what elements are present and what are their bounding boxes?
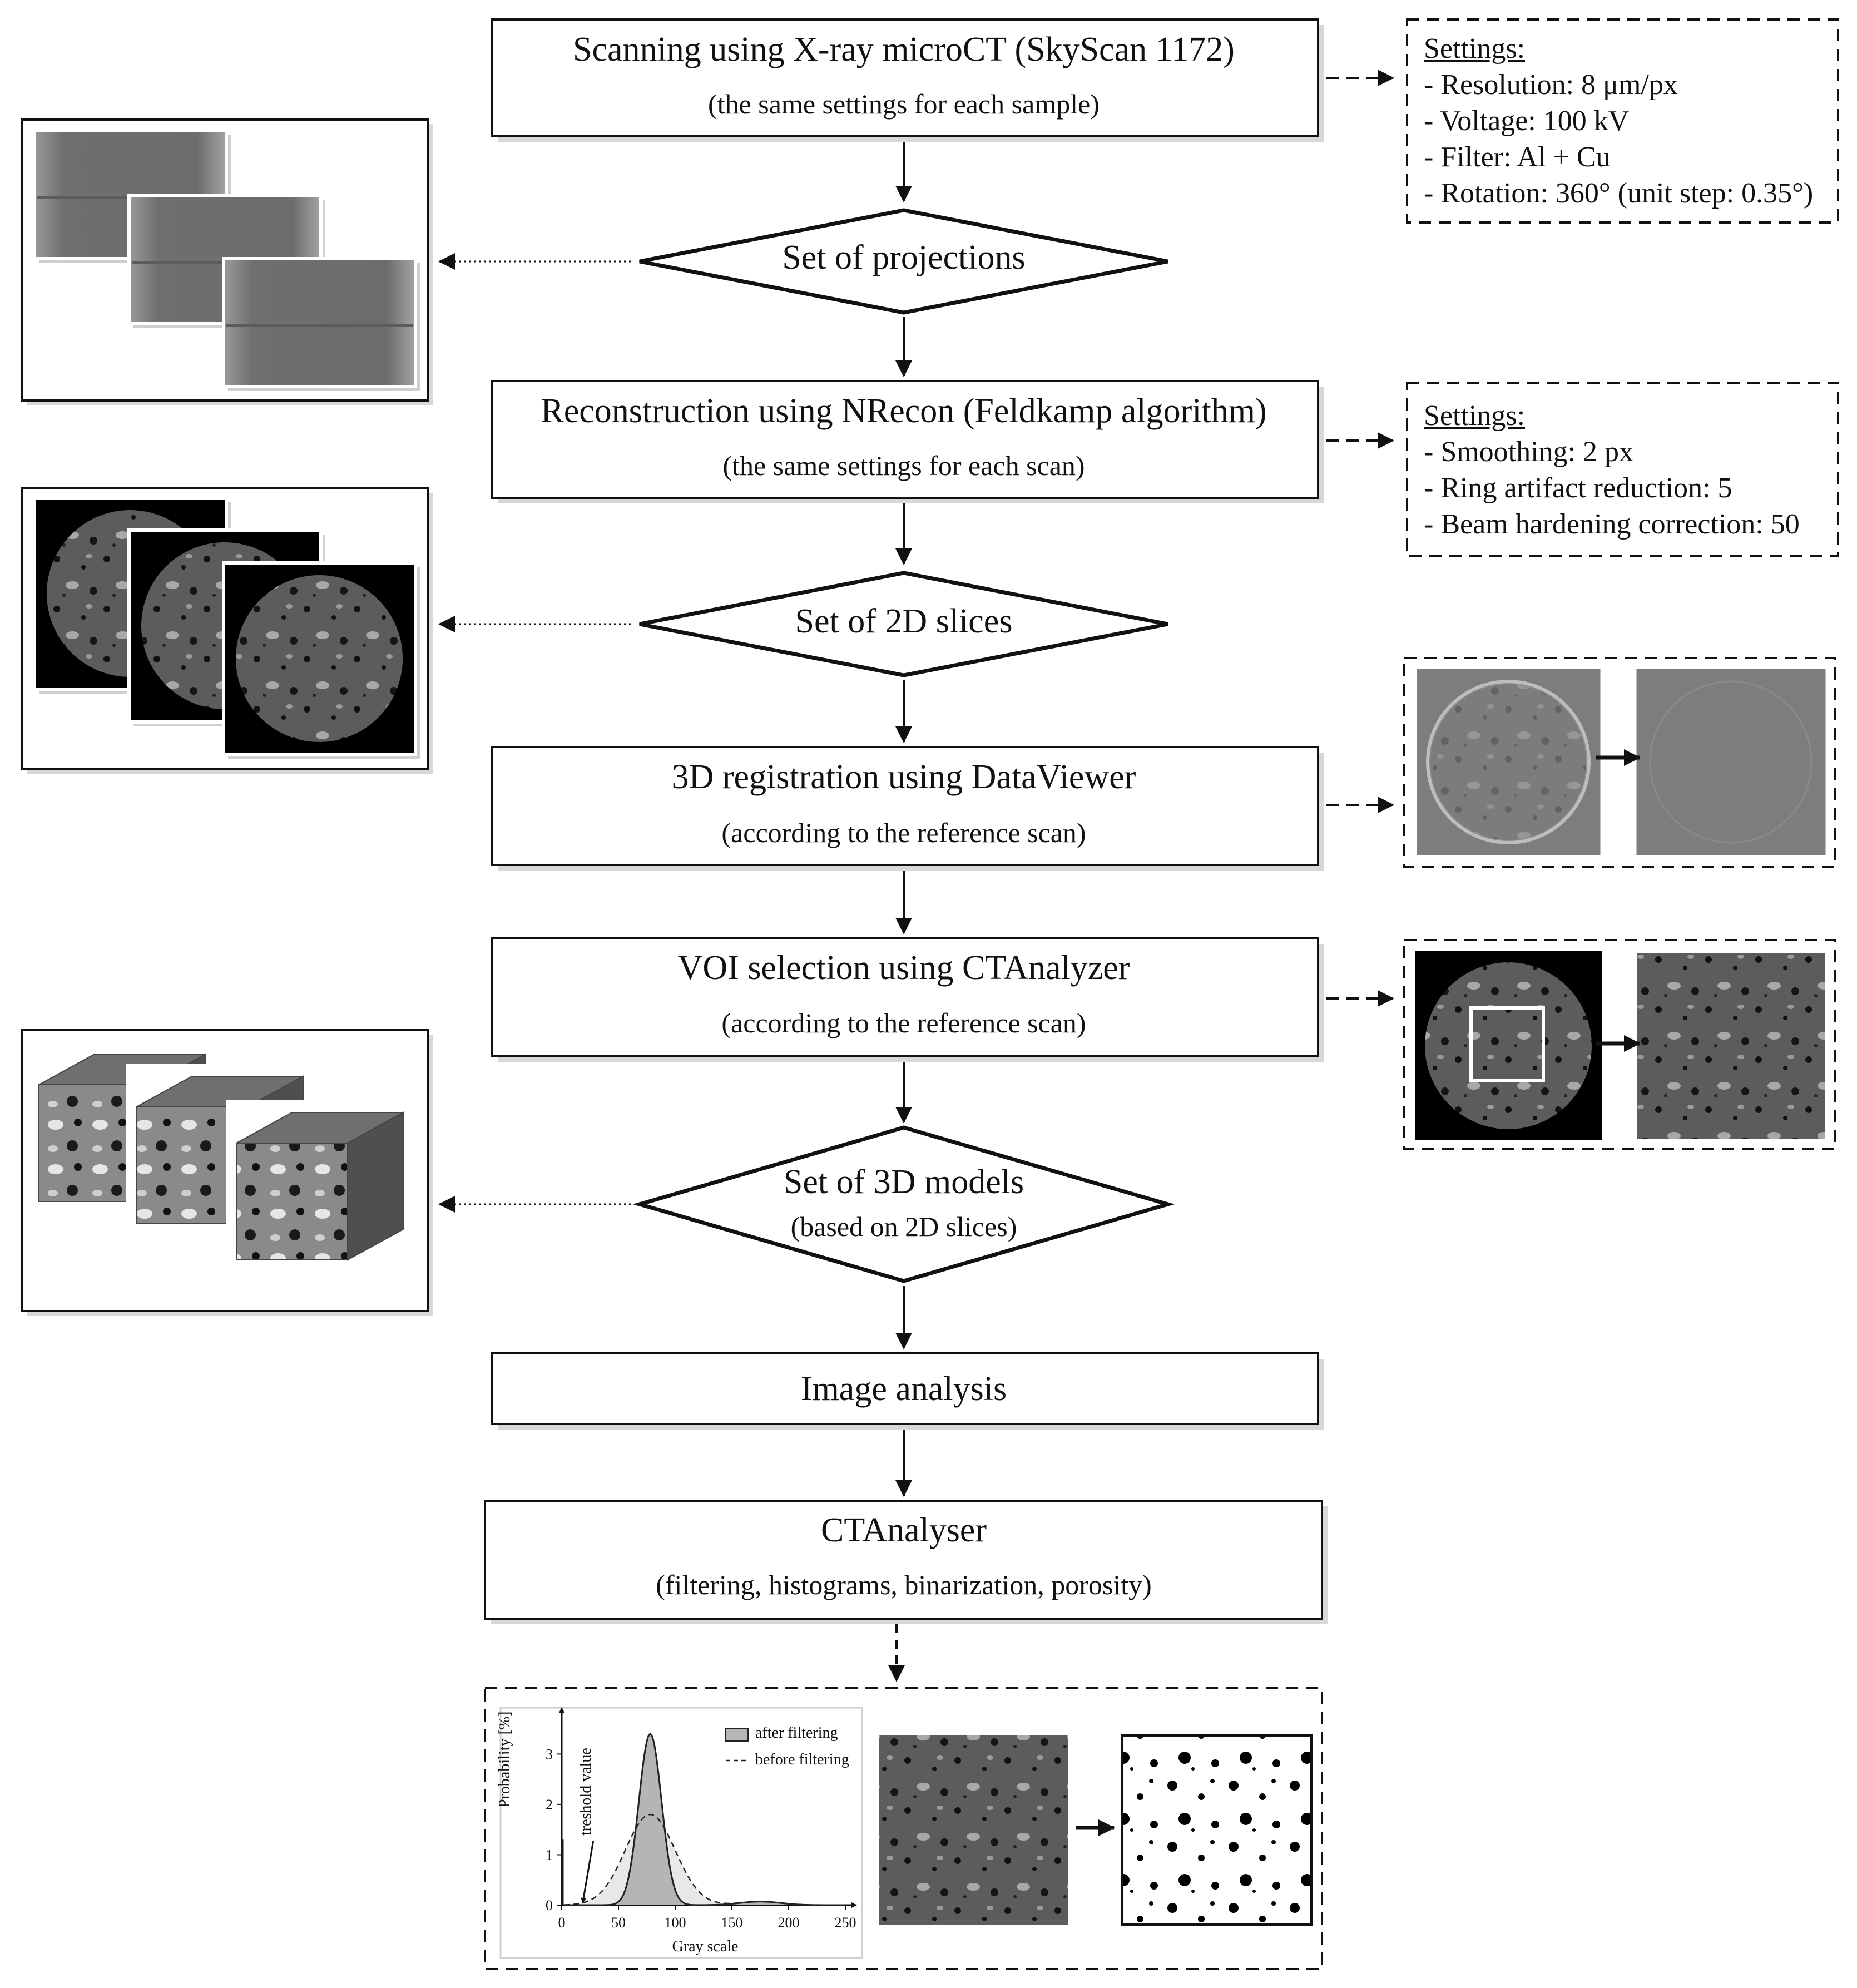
registration-after-image [1633,666,1829,858]
registration-after-section [1649,680,1813,844]
histogram-frame [499,1707,863,1959]
x-tick-label-250: 250 [835,1915,856,1931]
x-tick-label-150: 150 [721,1915,743,1931]
ctanalyser-step-box [484,1500,1323,1620]
after-filtering-line [564,1733,845,1906]
y-tick-label-1: 1 [546,1847,553,1863]
y-tick-label-0: 0 [546,1897,553,1913]
models-diamond [632,1125,1175,1283]
projections-diamond [639,208,1168,315]
registration-step-box [491,746,1319,866]
recon-step-box [491,380,1319,499]
y-tick-label-3: 3 [546,1746,553,1762]
x-tick-label-0: 0 [558,1915,566,1931]
x-tick-label-200: 200 [778,1915,800,1931]
analysis-step-box [491,1352,1319,1425]
slices-diamond [639,571,1168,677]
before-filtering-line [564,1813,845,1906]
legend-after-swatch [725,1728,749,1742]
voi-step-box [491,937,1319,1057]
cube-side-3 [347,1111,404,1261]
scan-step-box [491,18,1319,137]
voi-cropped-image [1633,950,1829,1142]
cube-front-3 [236,1143,348,1260]
binarized-image [1121,1734,1313,1926]
threshold-arrow [581,1841,595,1903]
x-tick-label-100: 100 [665,1915,686,1931]
voi-slice-section [1425,962,1592,1129]
recon-settings-box [1406,382,1839,557]
scan-settings-box [1406,18,1839,224]
voi-selection-box [1469,1006,1545,1082]
y-tick-label-2: 2 [546,1797,553,1813]
projection-image-3 [222,257,417,388]
after-filtering-area [564,1734,845,1905]
filtered-image [879,1735,1068,1925]
registration-before-texture [1430,684,1586,840]
slice-section-3 [236,575,403,742]
x-tick-label-50: 50 [611,1915,626,1931]
